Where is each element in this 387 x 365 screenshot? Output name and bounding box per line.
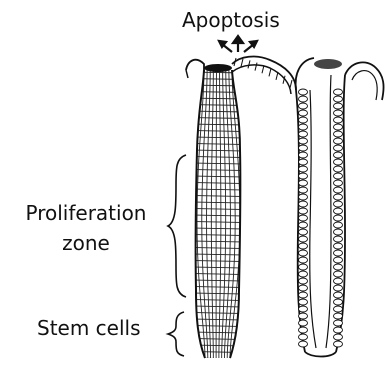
apoptosis-arrows-icon — [219, 36, 257, 52]
left-crypt — [186, 57, 296, 359]
apoptosis-label: Apoptosis — [182, 8, 280, 32]
left-villus-right — [232, 57, 296, 90]
proliferation-label-line2: zone — [12, 228, 160, 258]
right-crypt-inner-left — [310, 90, 316, 348]
right-crypt-inner-right — [326, 75, 331, 348]
left-villus-left — [186, 60, 204, 72]
proliferation-zone-label: Proliferation zone — [12, 198, 160, 258]
proliferation-label-line1: Proliferation — [12, 198, 160, 228]
stem-cells-label: Stem cells — [37, 316, 141, 340]
right-crypt — [296, 58, 384, 357]
stem-cells-brace — [168, 312, 184, 356]
proliferation-brace — [168, 155, 186, 297]
